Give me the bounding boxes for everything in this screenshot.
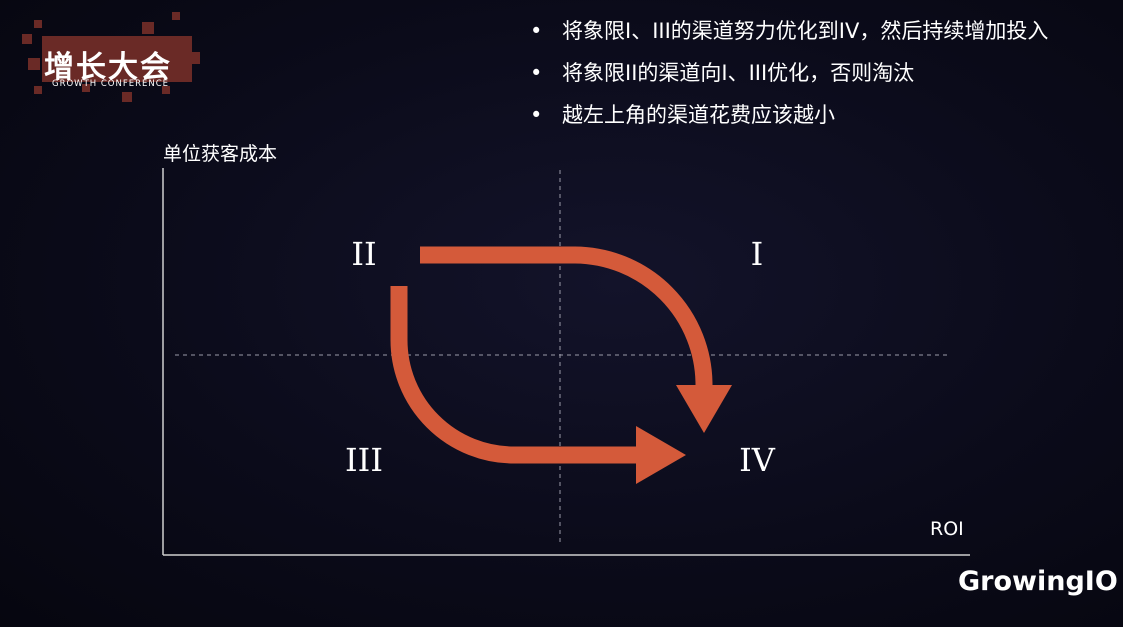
arrow-ii-to-iv-top <box>420 246 713 386</box>
bullet-item: 将象限II的渠道向I、III优化，否则淘汰 <box>530 52 1048 94</box>
arrow-ii-to-iv-bottom <box>390 286 640 464</box>
bullet-list: 将象限I、III的渠道努力优化到IV，然后持续增加投入 将象限II的渠道向I、I… <box>530 10 1048 136</box>
logo-title: 增长大会 <box>44 50 172 85</box>
y-axis-label: 单位获客成本 <box>163 143 278 165</box>
arrowhead-bottom <box>636 426 686 484</box>
conference-logo: 增长大会 GROWTH CONFERENCE <box>22 12 202 104</box>
quadrant-label-i: I <box>750 235 764 273</box>
brand-logo: GrowingIO <box>958 566 1118 597</box>
bullet-item: 越左上角的渠道花费应该越小 <box>530 94 1048 136</box>
quadrant-label-iii: III <box>345 441 383 479</box>
logo-subtitle: GROWTH CONFERENCE <box>52 79 170 89</box>
bullet-item: 将象限I、III的渠道努力优化到IV，然后持续增加投入 <box>530 10 1048 52</box>
x-axis-label: ROI <box>930 518 964 540</box>
quadrant-label-ii: II <box>351 235 377 273</box>
quadrant-label-iv: IV <box>739 441 775 479</box>
arrowhead-top <box>676 385 732 433</box>
